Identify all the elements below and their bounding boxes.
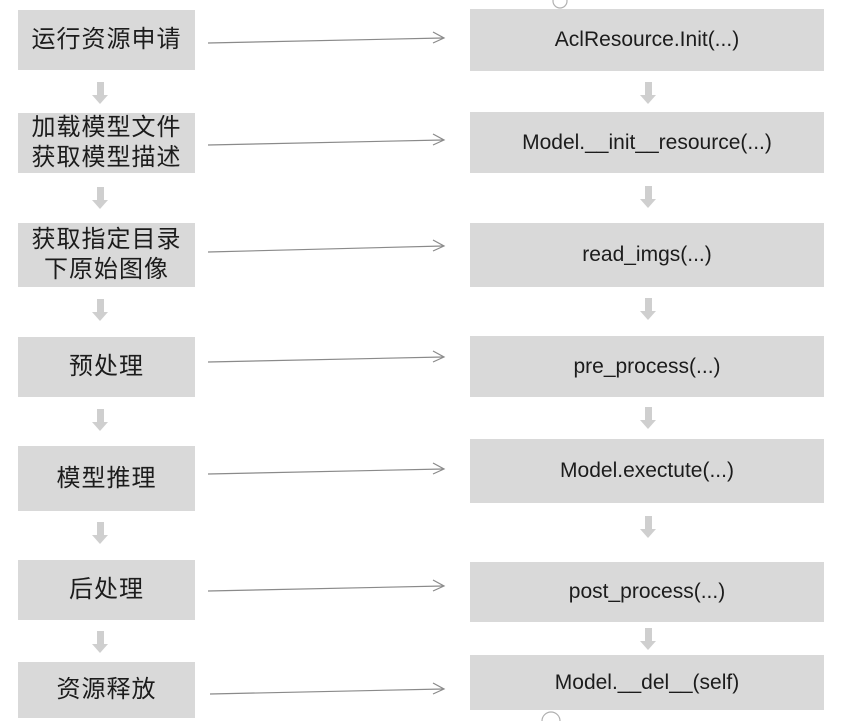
arrow-right-icon <box>207 133 446 146</box>
arrow-right-icon <box>207 239 446 253</box>
step-box-get-images: 获取指定目录 下原始图像 <box>18 223 195 287</box>
step-label: 获取指定目录 下原始图像 <box>31 226 182 283</box>
step-label: 资源释放 <box>56 676 157 703</box>
connector-circle-top <box>552 0 568 9</box>
arrow-right-icon <box>207 579 446 592</box>
flow-down-arrow-icon <box>92 82 108 104</box>
function-label: Model.__del__(self) <box>554 670 740 694</box>
function-box-post-process: post_process(...) <box>470 562 824 622</box>
connector-circle-bottom <box>541 711 561 721</box>
flow-down-arrow-icon <box>92 409 108 431</box>
flow-down-arrow-icon <box>640 82 656 104</box>
arrow-right-icon <box>209 682 446 695</box>
function-box-del: Model.__del__(self) <box>470 655 824 710</box>
function-box-execute: Model.exectute(...) <box>470 439 824 503</box>
flow-down-arrow-icon <box>92 187 108 209</box>
function-box-pre-process: pre_process(...) <box>470 336 824 397</box>
flow-down-arrow-icon <box>92 631 108 653</box>
function-label: read_imgs(...) <box>582 243 712 266</box>
flow-down-arrow-icon <box>640 407 656 429</box>
flow-down-arrow-icon <box>640 298 656 320</box>
function-box-init-resource: Model.__init__resource(...) <box>470 112 824 173</box>
arrow-right-icon <box>207 350 446 363</box>
step-box-preprocess: 预处理 <box>18 337 195 397</box>
arrow-right-icon <box>207 462 446 475</box>
flow-down-arrow-icon <box>92 299 108 321</box>
function-label: Model.__init__resource(...) <box>522 130 772 154</box>
flow-down-arrow-icon <box>640 186 656 208</box>
step-box-inference: 模型推理 <box>18 446 195 511</box>
function-label: post_process(...) <box>568 580 726 603</box>
function-box-init: AclResource.Init(...) <box>470 9 824 71</box>
step-label: 加载模型文件 获取模型描述 <box>31 114 182 171</box>
arrow-right-icon <box>207 31 446 44</box>
step-label: 运行资源申请 <box>31 26 182 53</box>
function-label: Model.exectute(...) <box>560 459 734 482</box>
function-label: pre_process(...) <box>573 354 721 378</box>
function-box-read-imgs: read_imgs(...) <box>470 223 824 287</box>
flow-down-arrow-icon <box>640 516 656 538</box>
step-box-release: 资源释放 <box>18 662 195 718</box>
step-label: 后处理 <box>69 576 144 603</box>
flow-down-arrow-icon <box>640 628 656 650</box>
step-box-run-resource: 运行资源申请 <box>18 10 195 70</box>
step-label: 预处理 <box>69 353 144 380</box>
flow-down-arrow-icon <box>92 522 108 544</box>
function-label: AclResource.Init(...) <box>554 28 740 51</box>
step-box-load-model: 加载模型文件 获取模型描述 <box>18 113 195 173</box>
step-box-postprocess: 后处理 <box>18 560 195 620</box>
step-label: 模型推理 <box>56 464 157 492</box>
